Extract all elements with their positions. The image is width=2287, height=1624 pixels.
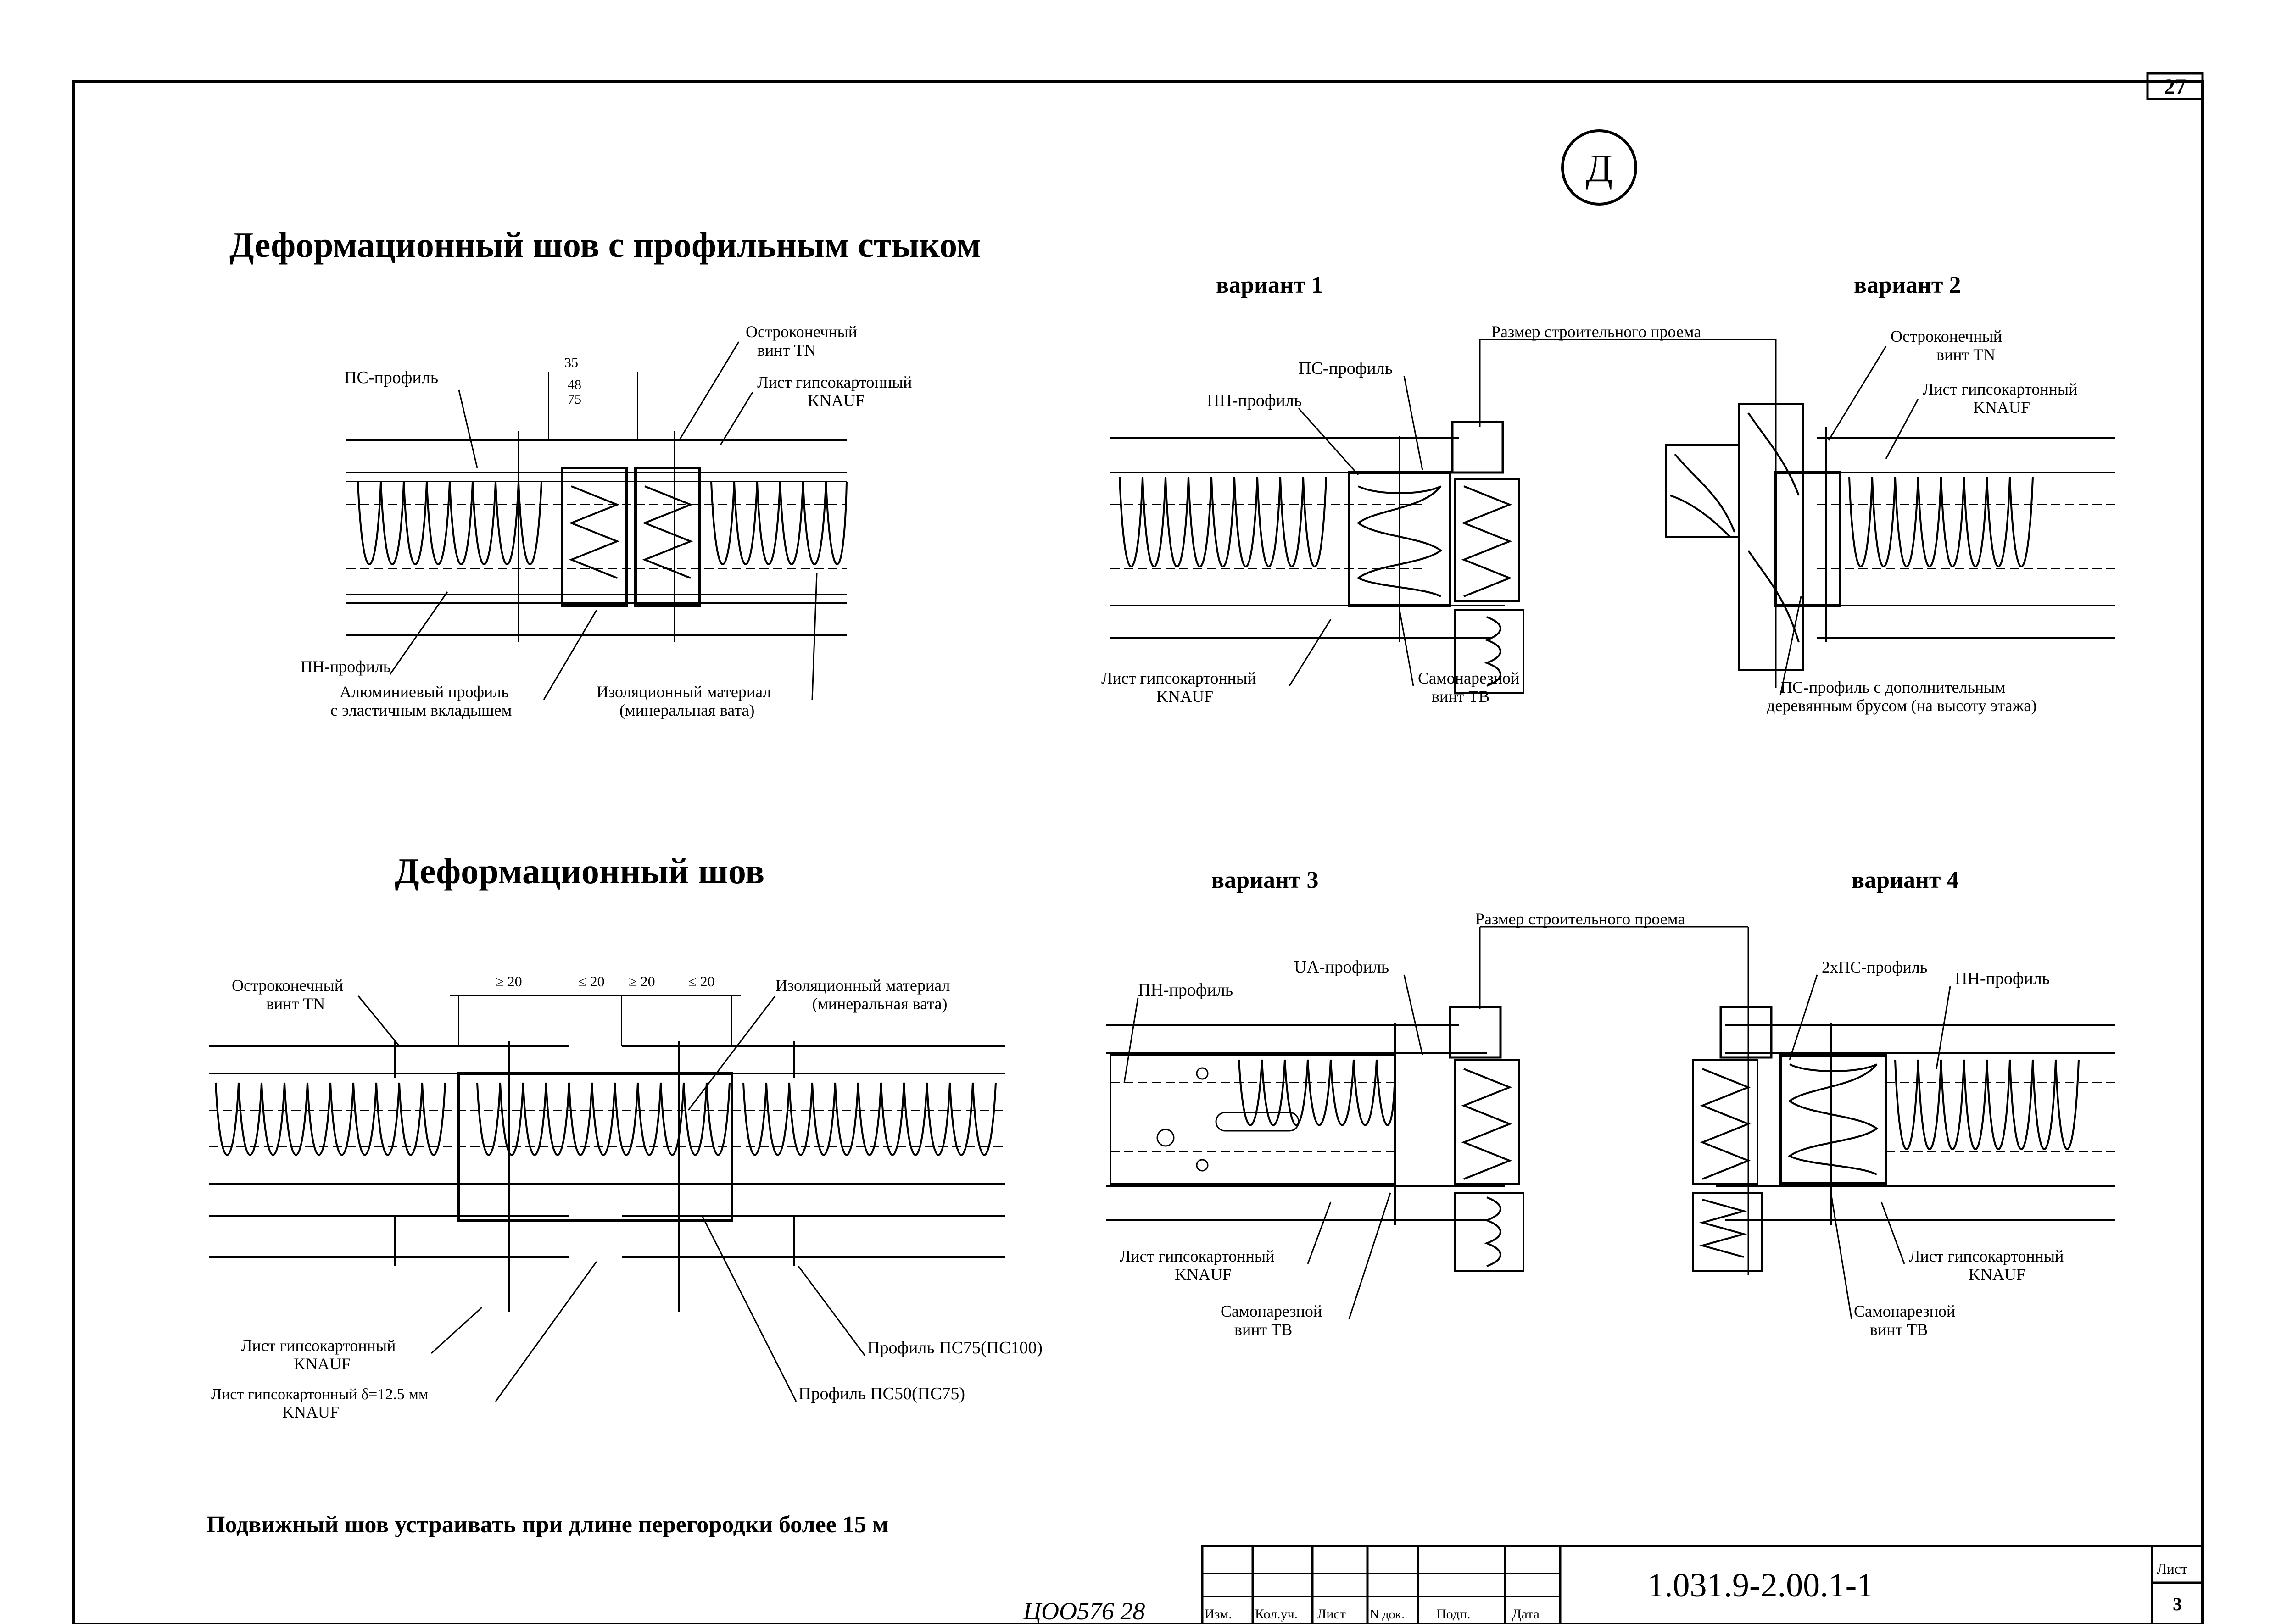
detail-variant-4: [1692, 1006, 2115, 1272]
note-text: Подвижный шов устраивать при длине перег…: [206, 1512, 888, 1538]
label-insulation-d2b: (минеральная вата): [812, 995, 947, 1013]
label-self-tap-v4b: винт TB: [1870, 1320, 1928, 1339]
label-ps-wood-b: деревянным брусом (на высоту этажа): [1767, 696, 2036, 715]
detail-variant-1: [1110, 421, 1524, 694]
label-gkl-1a: Лист гипсокартонный: [757, 373, 912, 391]
label-self-tap-v1b: винт TB: [1432, 687, 1489, 706]
label-ps-profile-v1: ПС-профиль: [1299, 359, 1393, 378]
dim-ge20-a: ≥ 20: [496, 973, 522, 990]
label-gkl-v3a: Лист гипсокартонный: [1120, 1247, 1274, 1265]
label-alu-profile-b: с эластичным вкладышем: [330, 701, 512, 719]
label-pointed-screw-v2a: Остроконечный: [1891, 327, 2002, 345]
detail-variant-3: [1106, 1006, 1524, 1272]
detail-deformation-joint: [209, 995, 1005, 1312]
detail-profile-joint: [346, 372, 848, 642]
label-pn-profile-v3: ПН-профиль: [1138, 980, 1233, 1000]
label-pointed-screw-d2a: Остроконечный: [232, 976, 343, 995]
label-pointed-screw-d2b: винт TN: [266, 995, 325, 1013]
label-pn-profile-v4: ПН-профиль: [1955, 969, 2050, 988]
label-self-tap-v1a: Самонарезной: [1418, 669, 1519, 687]
sheet-number-top: 27: [2164, 75, 2186, 99]
stamp-sheet-value: 3: [2173, 1594, 2182, 1614]
dim-48: 48: [568, 377, 581, 392]
label-insulation-d2a: Изоляционный материал: [775, 976, 950, 995]
label-ua-profile: UA-профиль: [1294, 957, 1389, 977]
label-gkl-thick-b: KNAUF: [282, 1403, 339, 1421]
label-ps-wood-a: ПС-профиль с дополнительным: [1780, 678, 2005, 696]
label-alu-profile-a: Алюминиевый профиль: [340, 683, 509, 701]
label-pointed-screw-v2b: винт TN: [1936, 345, 1995, 364]
label-opening-size-1: Размер строительного проема: [1491, 323, 1701, 341]
dim-le20-b: ≤ 20: [688, 973, 715, 990]
label-gkl-1b: KNAUF: [808, 391, 865, 410]
title-profile-joint: Деформационный шов с профильным стыком: [229, 225, 981, 265]
label-self-tap-v3a: Самонарезной: [1221, 1302, 1322, 1320]
stamp-code: 1.031.9-2.00.1-1: [1647, 1567, 1874, 1604]
label-pointed-screw-1b: винт TN: [757, 341, 816, 359]
label-gkl-v2b: KNAUF: [1973, 398, 2030, 417]
dim-le20-a: ≤ 20: [578, 973, 605, 990]
stamp-col-izm: Изм.: [1205, 1607, 1232, 1622]
label-gkl-v1a: Лист гипсокартонный: [1101, 669, 1256, 687]
stamp-col-ndok: N док.: [1370, 1607, 1405, 1622]
label-ps-profile-1: ПС-профиль: [344, 368, 438, 387]
sheet-frame: [72, 80, 2204, 1624]
stamp-col-koluch: Кол.уч.: [1255, 1607, 1298, 1622]
variant-1-label: вариант 1: [1216, 272, 1323, 298]
label-gkl-v4a: Лист гипсокартонный: [1909, 1247, 2064, 1265]
label-gkl-v3b: KNAUF: [1175, 1265, 1232, 1284]
variant-2-label: вариант 2: [1854, 272, 1961, 298]
label-gkl-v1b: KNAUF: [1156, 687, 1213, 706]
title-deformation-joint: Деформационный шов: [395, 851, 764, 891]
label-profile-ps75: Профиль ПС75(ПС100): [867, 1338, 1043, 1357]
label-self-tap-v4a: Самонарезной: [1854, 1302, 1955, 1320]
variant-4-label: вариант 4: [1852, 867, 1958, 893]
label-opening-size-3: Размер строительного проема: [1475, 910, 1685, 928]
section-mark: Д: [1586, 146, 1613, 190]
label-profile-ps50: Профиль ПС50(ПС75): [798, 1384, 965, 1403]
label-pointed-screw-1a: Остроконечный: [746, 323, 857, 341]
dim-35: 35: [564, 355, 578, 370]
label-gkl-thick-a: Лист гипсокартонный δ=12.5 мм: [211, 1386, 428, 1403]
label-self-tap-v3b: винт TB: [1234, 1320, 1292, 1339]
title-block: [1201, 1545, 2204, 1624]
label-insulation-1b: (минеральная вата): [619, 701, 754, 719]
stamp-col-list: Лист: [1317, 1607, 1346, 1622]
label-pn-profile-v1: ПН-профиль: [1207, 391, 1302, 410]
label-insulation-1a: Изоляционный материал: [597, 683, 771, 701]
label-double-ps: 2хПС-профиль: [1822, 958, 1927, 976]
stamp-col-data: Дата: [1512, 1607, 1540, 1622]
stamp-col-podp: Подп.: [1436, 1607, 1471, 1622]
detail-variant-2: [1665, 403, 2115, 671]
handwritten-note: ЦОО576 28: [1023, 1597, 1145, 1624]
label-gkl-d2a: Лист гипсокартонный: [241, 1336, 396, 1355]
label-gkl-v4b: KNAUF: [1969, 1265, 2025, 1284]
label-gkl-v2a: Лист гипсокартонный: [1923, 380, 2077, 398]
sheet-number-box: [2146, 72, 2204, 100]
variant-3-label: вариант 3: [1211, 867, 1318, 893]
dim-75: 75: [568, 392, 581, 407]
label-gkl-d2b: KNAUF: [294, 1355, 351, 1373]
stamp-sheet-label: Лист: [2157, 1560, 2187, 1577]
dim-ge20-b: ≥ 20: [629, 973, 655, 990]
label-pn-profile-1: ПН-профиль: [301, 657, 390, 676]
section-mark-circle: [1561, 129, 1637, 206]
